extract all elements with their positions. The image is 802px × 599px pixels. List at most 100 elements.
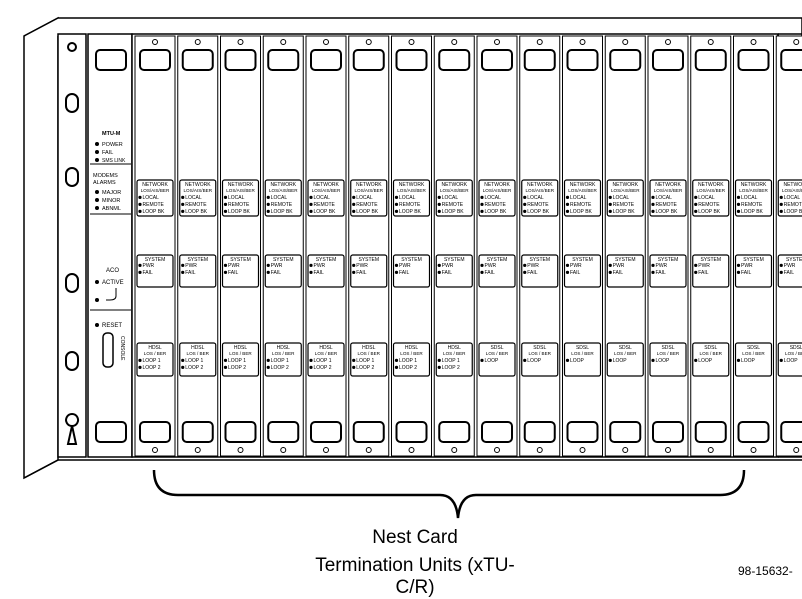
mtu-led-label: FAIL: [102, 150, 113, 156]
card-bottom-latch[interactable]: [438, 421, 471, 443]
card-bottom-latch[interactable]: [609, 421, 642, 443]
card-top-latch[interactable]: [780, 49, 802, 71]
mtu-bottom-latch: [95, 421, 127, 443]
card-section-title: SDSL: [747, 345, 760, 351]
card-label-box: [649, 254, 687, 288]
card-bottom-latch[interactable]: [224, 421, 257, 443]
card-bottom-latch[interactable]: [395, 421, 428, 443]
card-led-label: LOCAL: [314, 195, 331, 201]
card-top-latch[interactable]: [352, 49, 385, 71]
card-led-label: FAIL: [656, 270, 667, 276]
card-top-latch[interactable]: [481, 49, 513, 71]
mounting-slot-icon: [65, 273, 79, 293]
card-faceplate: [220, 35, 261, 457]
card-bottom-latch[interactable]: [737, 421, 770, 443]
led-icon: [779, 263, 783, 267]
card-bottom-latch[interactable]: [566, 421, 599, 443]
led-icon: [138, 263, 142, 267]
card-label-box: [179, 179, 217, 217]
card-bottom-latch[interactable]: [310, 421, 342, 443]
card-top-latch[interactable]: [224, 49, 257, 71]
aco-button-icon[interactable]: [95, 298, 99, 302]
card-top-latch[interactable]: [694, 49, 727, 71]
card-bottom-latch[interactable]: [780, 421, 802, 443]
card-section-subtitle: LOS / BER: [229, 351, 252, 356]
card-section-title: SYSTEM: [145, 257, 166, 263]
console-port-icon[interactable]: [102, 332, 114, 368]
reset-button-icon[interactable]: [95, 323, 99, 327]
card-label-box: [264, 179, 302, 217]
card-bottom-latch[interactable]: [523, 421, 556, 443]
card-led-label: LOCAL: [356, 195, 373, 201]
card-section-title: NETWORK: [270, 182, 296, 188]
card-bottom-latch[interactable]: [694, 421, 727, 443]
card-label-box: [435, 254, 473, 288]
card-section-subtitle: LOS / BER: [742, 351, 765, 356]
led-icon: [779, 195, 783, 199]
card-section-subtitle: LOS / BER: [144, 351, 167, 356]
card-led-label: LOOP 2: [356, 365, 374, 371]
card-section-subtitle: LOS / BER: [785, 351, 802, 356]
card-label-box: [563, 342, 602, 377]
card-section-subtitle: LOS/AIS/BER: [611, 188, 640, 193]
card-bottom-latch[interactable]: [267, 421, 300, 443]
led-icon: [223, 263, 228, 267]
card-top-latch[interactable]: [652, 49, 684, 71]
card-faceplate: [305, 35, 347, 457]
card-top-latch[interactable]: [310, 49, 342, 71]
card-bottom-latch[interactable]: [139, 421, 171, 443]
card-label-box: [777, 179, 802, 217]
card-top-latch[interactable]: [395, 49, 428, 71]
card-top-latch[interactable]: [523, 49, 556, 71]
card-bottom-latch[interactable]: [481, 421, 513, 443]
led-icon: [608, 202, 612, 206]
chassis-left-side: [23, 16, 59, 480]
led-icon: [608, 209, 612, 213]
led-icon: [565, 263, 570, 267]
card-faceplate: [519, 35, 561, 457]
card-led-label: REMOTE: [228, 202, 250, 208]
card-led-label: REMOTE: [784, 202, 802, 208]
card-section-title: SYSTEM: [316, 257, 337, 263]
card-led-label: LOOP 2: [185, 365, 203, 371]
card-label-box: [606, 342, 644, 377]
card-bottom-latch[interactable]: [352, 421, 385, 443]
mtu-led-label: SMS LINK: [102, 158, 126, 164]
card-faceplate: [604, 35, 646, 457]
card-top-latch[interactable]: [139, 49, 171, 71]
card-led-label: PWR: [442, 263, 454, 269]
card-led-label: FAIL: [613, 270, 624, 276]
card-section-title: HDSL: [405, 345, 419, 351]
card-led-label: REMOTE: [356, 202, 378, 208]
card-led-label: FAIL: [314, 270, 325, 276]
card-top-latch[interactable]: [609, 49, 642, 71]
card-top-latch[interactable]: [438, 49, 471, 71]
card-bottom-latch[interactable]: [181, 421, 214, 443]
card-top-latch[interactable]: [267, 49, 300, 71]
card-top-latch[interactable]: [737, 49, 770, 71]
led-icon: [480, 270, 484, 274]
aco-switch-icon[interactable]: [106, 288, 117, 301]
led-icon: [394, 195, 399, 199]
card-led-label: LOOP 2: [271, 365, 289, 371]
led-icon: [266, 263, 270, 267]
card-top-latch[interactable]: [181, 49, 214, 71]
card-top-latch[interactable]: [566, 49, 599, 71]
card-bottom-latch[interactable]: [652, 421, 684, 443]
